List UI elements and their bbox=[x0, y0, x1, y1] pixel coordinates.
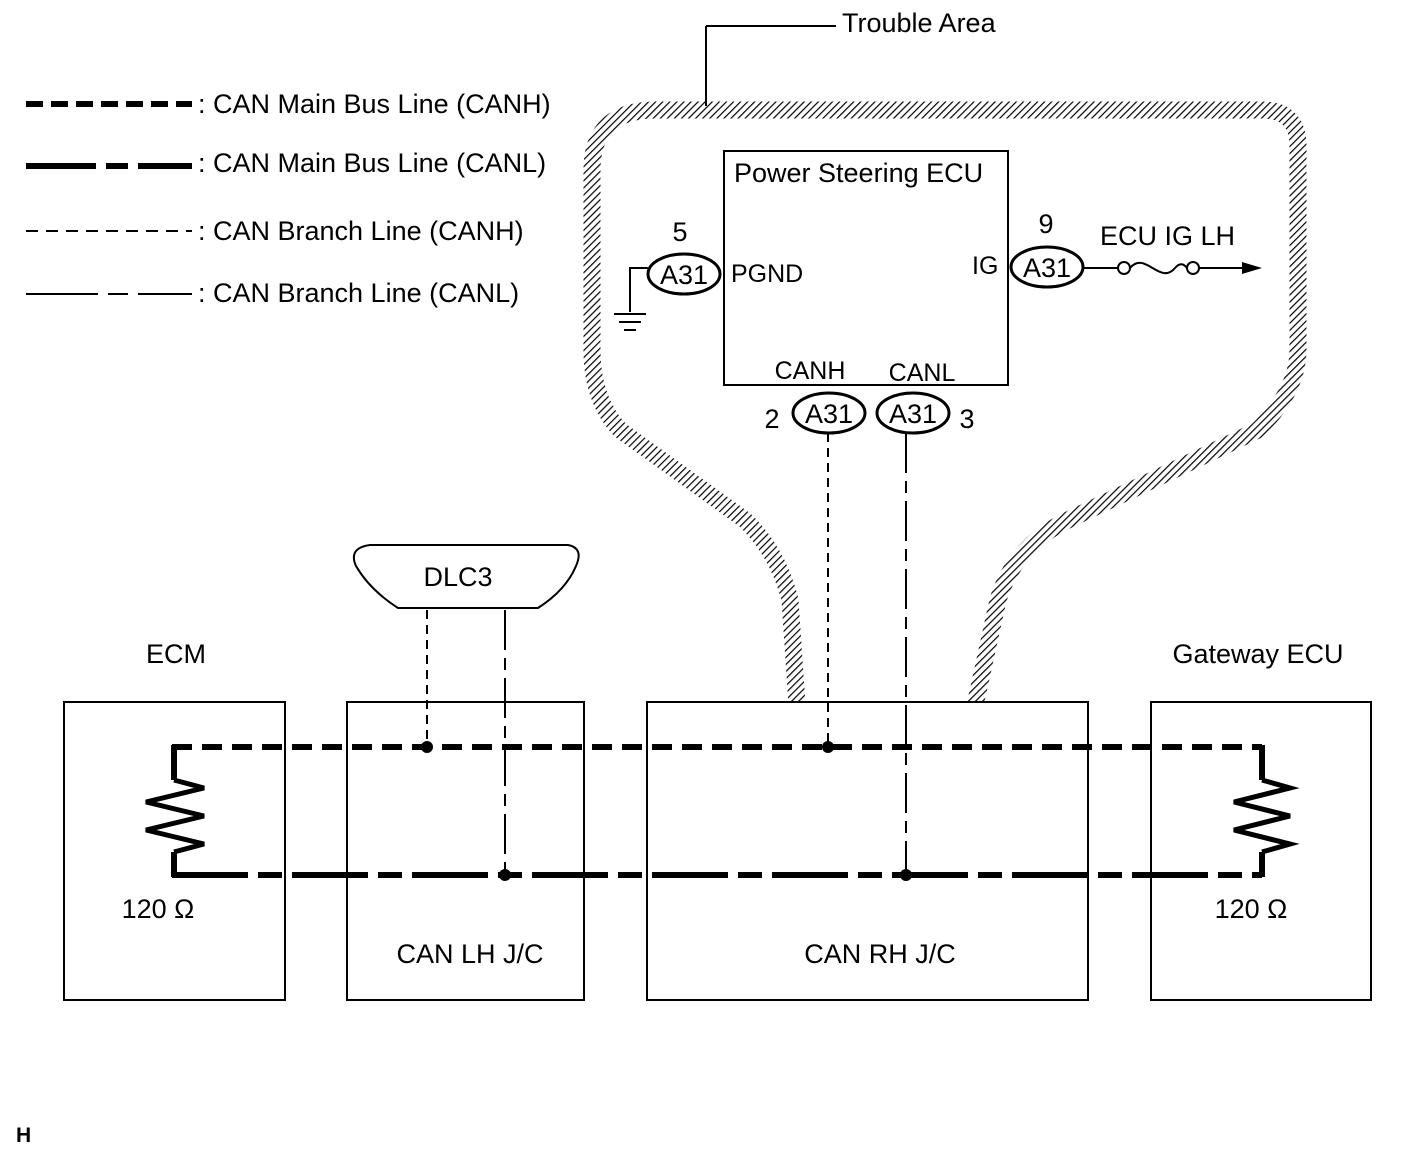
gateway-ecu-title: Gateway ECU bbox=[1172, 639, 1343, 669]
ground-wire bbox=[629, 267, 648, 312]
gateway-ecu-resistor-label: 120 Ω bbox=[1215, 894, 1288, 924]
dlc3: DLC3 bbox=[352, 544, 580, 609]
ecm: ECM 120 Ω bbox=[63, 639, 286, 1001]
ecu-ig-lh-label: ECU IG LH bbox=[1100, 221, 1235, 251]
dlc3-label: DLC3 bbox=[423, 562, 492, 592]
ecm-resistor-label: 120 Ω bbox=[122, 894, 195, 924]
legend-branch-canh-label: : CAN Branch Line (CANH) bbox=[198, 216, 524, 246]
canl-terminal-label: CANL bbox=[889, 359, 956, 387]
dlc3-shape bbox=[352, 544, 580, 609]
power-steering-ecu-box bbox=[723, 150, 1009, 386]
can-lh-jc-label: CAN LH J/C bbox=[396, 939, 543, 969]
legend-main-canh-label: : CAN Main Bus Line (CANH) bbox=[198, 89, 551, 119]
canl-connector-label: A31 bbox=[889, 399, 937, 429]
can-rh-jc: CAN RH J/C bbox=[646, 701, 1089, 1001]
legend: : CAN Main Bus Line (CANH) : CAN Main Bu… bbox=[26, 89, 551, 308]
ecm-title: ECM bbox=[146, 639, 206, 669]
trouble-area-label: Trouble Area bbox=[842, 8, 997, 38]
arrow-right-icon bbox=[1242, 262, 1262, 274]
ps-ecu-canh-junction bbox=[822, 741, 834, 753]
legend-branch-canl-label: : CAN Branch Line (CANL) bbox=[198, 278, 519, 308]
power-steering-ecu: Power Steering ECU 5 A31 PGND 9 IG A31 E… bbox=[614, 150, 1262, 435]
pgnd-connector bbox=[646, 252, 722, 296]
can-lh-jc-box bbox=[346, 701, 585, 1001]
canl-connector bbox=[875, 391, 951, 435]
ground-icon bbox=[614, 313, 646, 331]
canl-pin-number: 3 bbox=[959, 404, 974, 434]
pgnd-pin-number: 5 bbox=[672, 217, 687, 247]
can-rh-jc-label: CAN RH J/C bbox=[804, 939, 956, 969]
pgnd-terminal-label: PGND bbox=[731, 260, 803, 288]
pgnd-connector-label: A31 bbox=[660, 260, 708, 290]
canh-connector-label: A31 bbox=[805, 399, 853, 429]
dlc3-canh-junction bbox=[421, 741, 433, 753]
ig-terminal-label: IG bbox=[972, 252, 998, 280]
gateway-ecu: Gateway ECU 120 Ω bbox=[1150, 639, 1372, 1001]
can-bus-wiring bbox=[145, 433, 1300, 881]
canh-pin-number: 2 bbox=[764, 404, 779, 434]
power-steering-ecu-title: Power Steering ECU bbox=[734, 158, 983, 188]
ps-ecu-canl-junction bbox=[900, 869, 912, 881]
legend-main-canl-label: : CAN Main Bus Line (CANL) bbox=[198, 148, 546, 178]
gateway-resistor-icon bbox=[1233, 745, 1300, 877]
footer-mark: H bbox=[16, 1124, 31, 1147]
dlc3-canl-junction bbox=[499, 869, 511, 881]
ig-pin-number: 9 bbox=[1038, 209, 1053, 239]
can-rh-jc-box bbox=[646, 701, 1089, 1001]
ig-connector-label: A31 bbox=[1023, 253, 1071, 283]
fuse-icon bbox=[1117, 261, 1200, 275]
canh-terminal-label: CANH bbox=[775, 357, 846, 385]
can-lh-jc: CAN LH J/C bbox=[346, 701, 585, 1001]
ecm-resistor-icon bbox=[145, 745, 205, 877]
